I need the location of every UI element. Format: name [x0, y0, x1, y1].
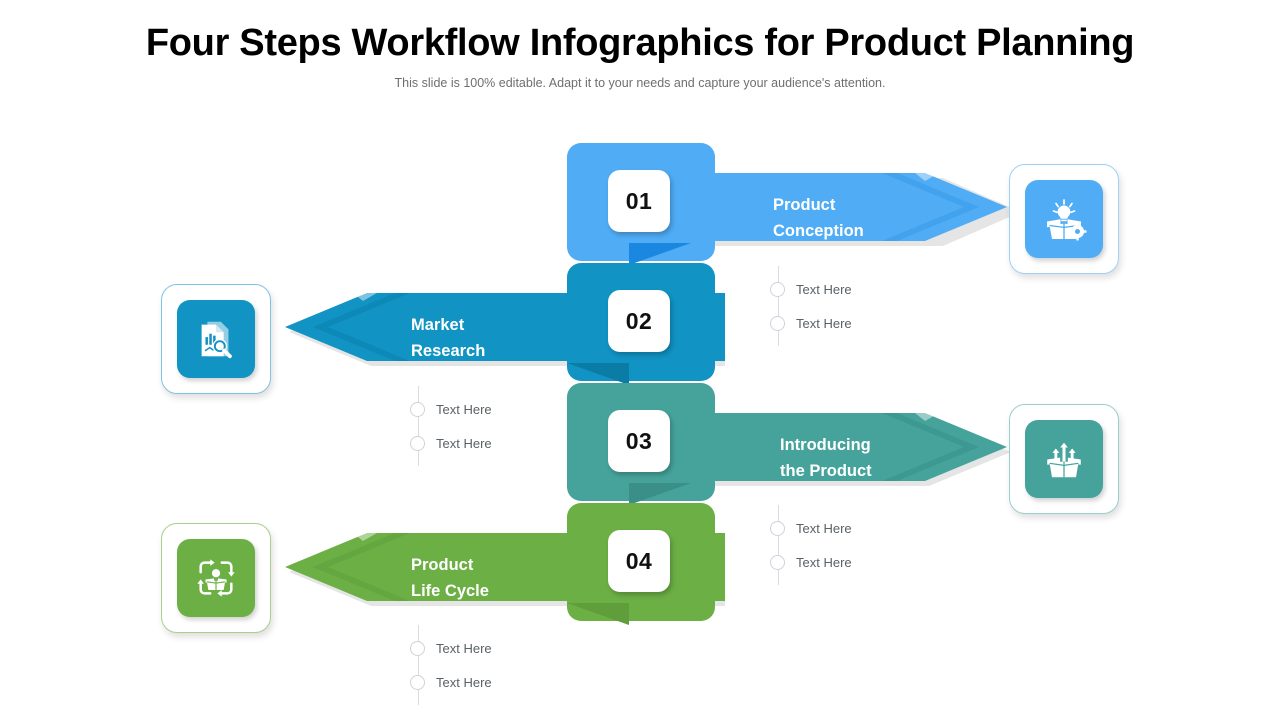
bullet-text: Text Here [796, 520, 852, 536]
bullet-text: Text Here [796, 554, 852, 570]
box-lightbulb-gear-icon [1025, 180, 1103, 258]
bullet-dot-icon [410, 640, 425, 656]
bullet-text: Text Here [436, 435, 492, 451]
bullet-dot-icon [770, 281, 785, 297]
bullet-dot-icon [770, 315, 785, 331]
step-01-fold [629, 243, 691, 265]
step-03-bullets: Text Here Text Here [770, 505, 852, 585]
step-01-bullets: Text Here Text Here [770, 266, 852, 346]
list-item[interactable]: Text Here [770, 272, 852, 306]
step-04-bullets: Text Here Text Here [410, 625, 492, 705]
list-item[interactable]: Text Here [410, 392, 492, 426]
bullet-dot-icon [770, 554, 785, 570]
slide-header: Four Steps Workflow Infographics for Pro… [0, 0, 1280, 90]
list-item[interactable]: Text Here [770, 511, 852, 545]
bullet-dot-icon [410, 674, 425, 690]
step-01-icon-card[interactable] [1009, 164, 1119, 274]
bullet-rail [418, 625, 419, 705]
step-02-icon-card[interactable] [161, 284, 271, 394]
bullet-text: Text Here [436, 401, 492, 417]
bullet-rail [418, 386, 419, 466]
bullet-dot-icon [770, 520, 785, 536]
step-02-bullets: Text Here Text Here [410, 386, 492, 466]
step-04-number-box: 04 [608, 530, 670, 592]
step-01-number-box: 01 [608, 170, 670, 232]
step-04-label: Product Life Cycle [411, 556, 489, 600]
list-item[interactable]: Text Here [410, 631, 492, 665]
step-01-number: 01 [625, 187, 653, 214]
document-chart-magnifier-icon [177, 300, 255, 378]
list-item[interactable]: Text Here [410, 426, 492, 460]
box-person-recycle-icon [177, 539, 255, 617]
step-04-fold [567, 603, 629, 625]
step-03-icon-card[interactable] [1009, 404, 1119, 514]
page-subtitle: This slide is 100% editable. Adapt it to… [394, 75, 886, 90]
step-02-number-box: 02 [608, 290, 670, 352]
bullet-text: Text Here [436, 674, 492, 690]
bullet-dot-icon [410, 401, 425, 417]
box-growth-arrows-icon [1025, 420, 1103, 498]
bullet-text: Text Here [436, 640, 492, 656]
bullet-text: Text Here [796, 315, 852, 331]
step-03-number: 03 [625, 427, 653, 454]
step-02-fold [567, 363, 629, 385]
bullet-rail [778, 505, 779, 585]
step-02-number: 02 [625, 307, 653, 334]
bullet-text: Text Here [796, 281, 852, 297]
step-02-label: Market Research [411, 316, 486, 360]
step-01-label: Product Conception [773, 196, 864, 240]
step-03-fold [629, 483, 691, 505]
step-03-number-box: 03 [608, 410, 670, 472]
page-title: Four Steps Workflow Infographics for Pro… [145, 22, 1135, 64]
bullet-dot-icon [410, 435, 425, 451]
step-04-number: 04 [625, 547, 653, 574]
list-item[interactable]: Text Here [410, 665, 492, 699]
list-item[interactable]: Text Here [770, 306, 852, 340]
list-item[interactable]: Text Here [770, 545, 852, 579]
bullet-rail [778, 266, 779, 346]
step-03-label: Introducing the Product [780, 436, 872, 480]
step-04-icon-card[interactable] [161, 523, 271, 633]
